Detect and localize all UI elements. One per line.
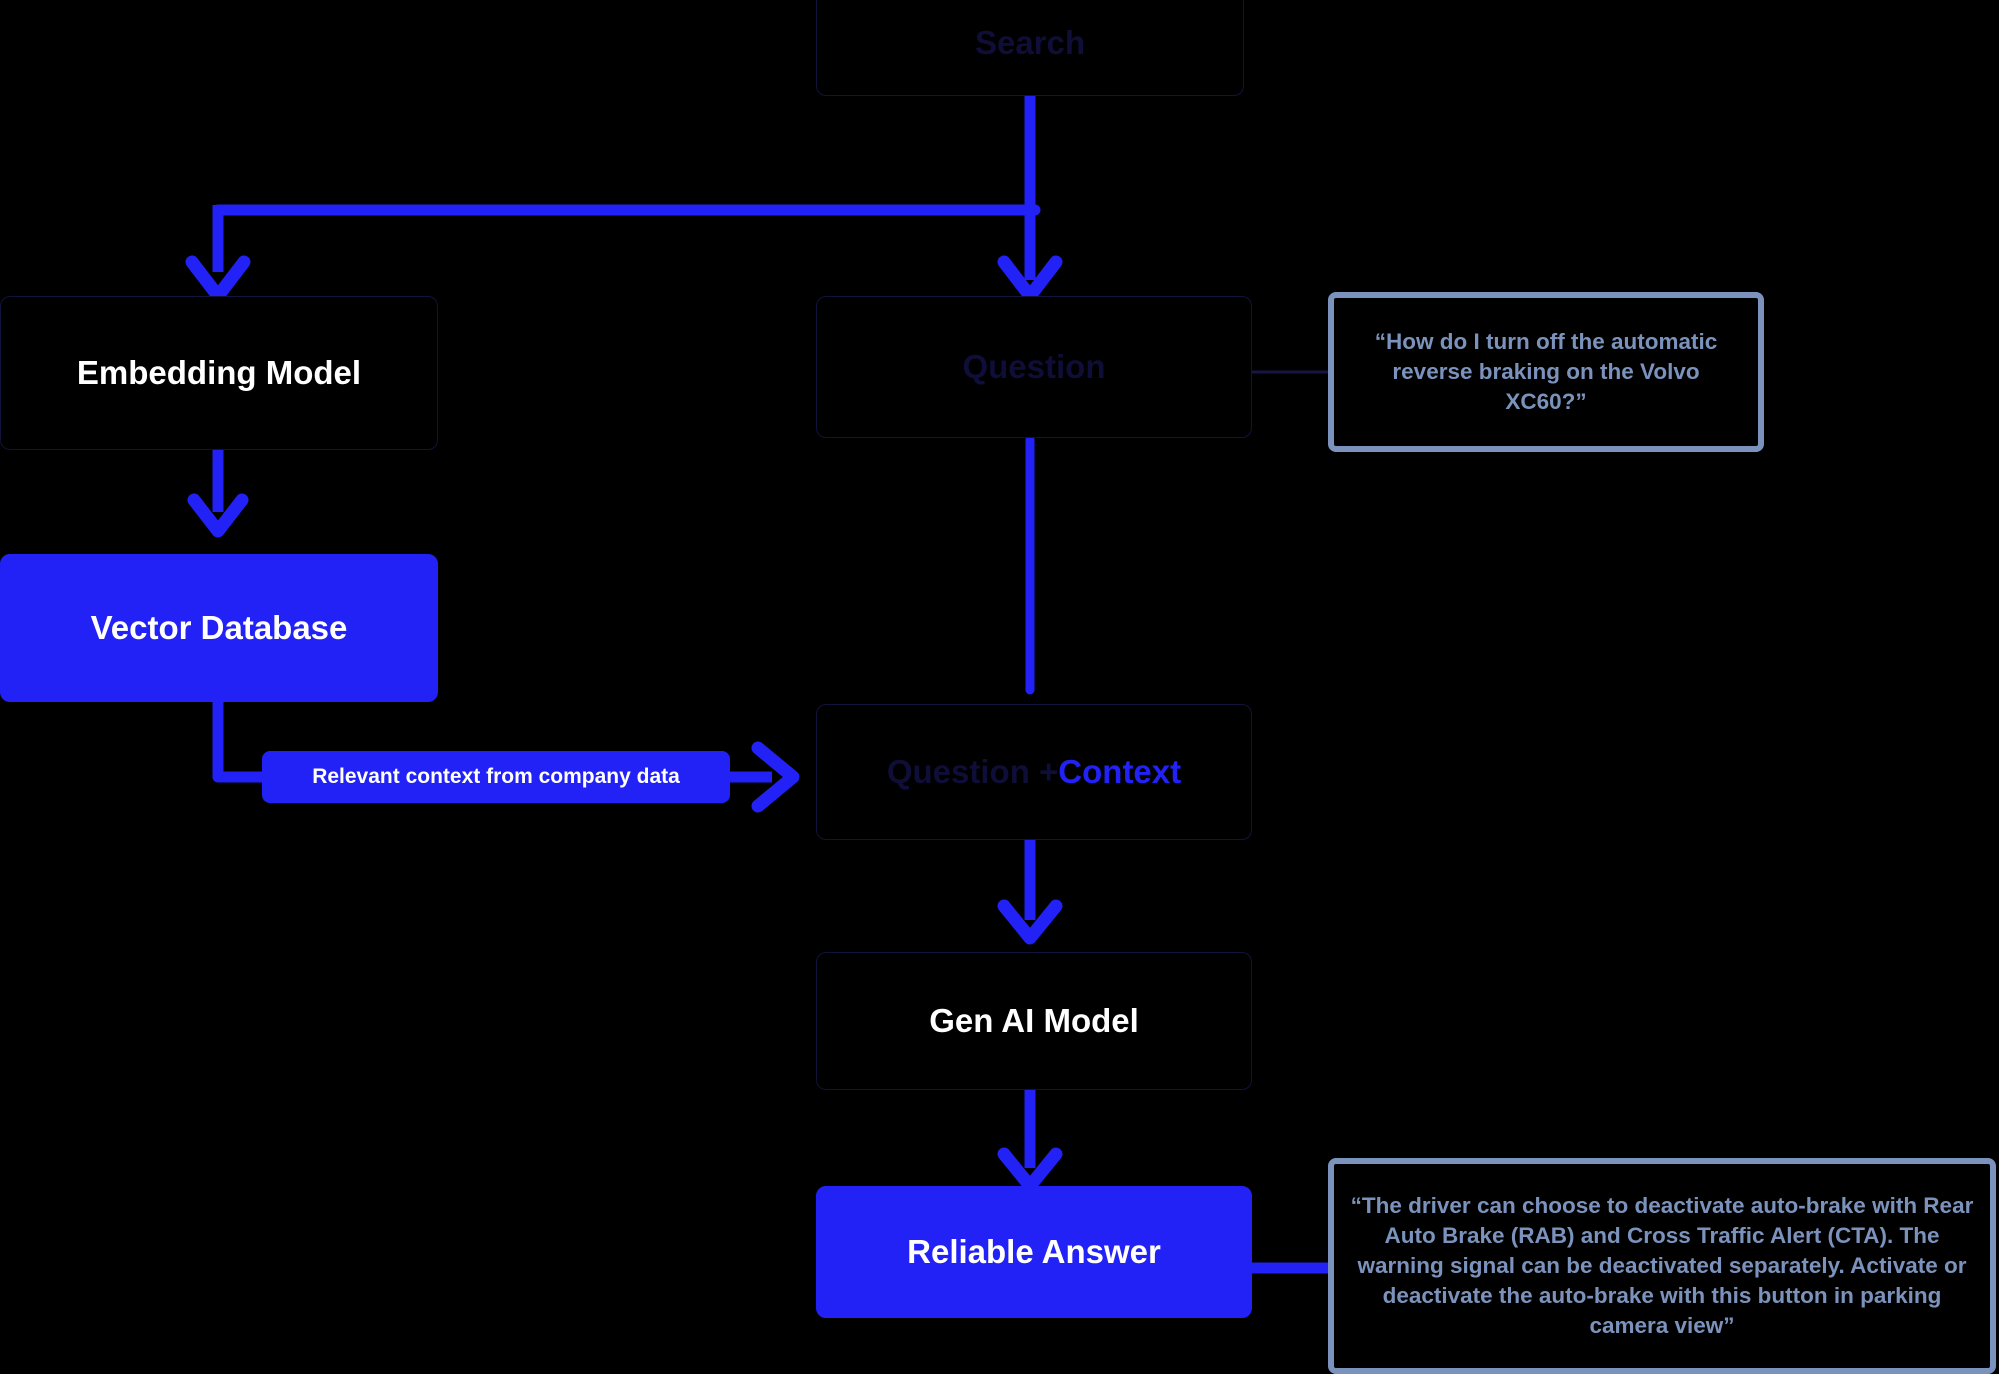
node-reliable-answer-label: Reliable Answer [907,1233,1161,1271]
node-question-plus-context-accent: Context [1058,753,1182,791]
callout-question-example: “How do I turn off the automatic reverse… [1328,292,1764,452]
arrowhead-to-genai [997,899,1063,945]
callout-answer-example: “The driver can choose to deactivate aut… [1328,1158,1996,1374]
arrowhead-to-question [997,255,1063,303]
callout-question-example-text: “How do I turn off the automatic reverse… [1374,329,1718,414]
node-vector-database-label: Vector Database [90,609,348,647]
node-embedding-model[interactable]: Embedding Model [0,296,438,450]
callout-answer-example-text: “The driver can choose to deactivate aut… [1350,1193,1974,1338]
wire-vectordb-to-context-pill [212,696,274,783]
node-search[interactable]: Search [816,0,1244,96]
node-question[interactable]: Question [816,296,1252,438]
arrowhead-to-vectordb [187,493,249,538]
arrowhead-to-embedding [185,255,251,303]
node-embedding-model-label: Embedding Model [76,354,362,392]
edge-label-relevant-context: Relevant context from company data [262,751,730,803]
chevron-to-qcontext [751,741,800,813]
arrowhead-to-answer [997,1147,1063,1193]
edge-label-relevant-context-text: Relevant context from company data [312,765,680,788]
node-question-plus-context-prefix: Question + [886,753,1059,791]
node-gen-ai-model[interactable]: Gen AI Model [816,952,1252,1090]
node-gen-ai-model-label: Gen AI Model [929,1002,1139,1040]
node-reliable-answer[interactable]: Reliable Answer [816,1186,1252,1318]
node-vector-database[interactable]: Vector Database [0,554,438,702]
node-question-label: Question [962,348,1106,386]
node-question-plus-context[interactable]: Question + Context [816,704,1252,840]
node-search-label: Search [974,24,1086,62]
